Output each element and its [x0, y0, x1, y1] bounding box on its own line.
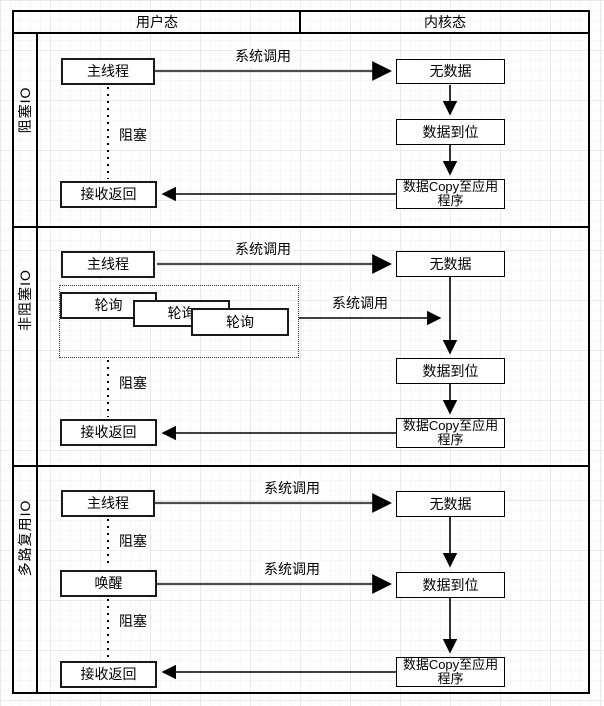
blocking-data-ready-box[interactable]: 数据到位 — [396, 119, 505, 145]
diagram-outer-frame — [12, 10, 590, 694]
multiplexing-syscall-arrow-label-2[interactable]: 系统调用 — [262, 559, 322, 579]
multiplexing-block-label-2[interactable]: 阻塞 — [117, 611, 149, 631]
multiplexing-receive-return-box[interactable]: 接收返回 — [60, 661, 157, 688]
lane-label-divider-line — [36, 32, 38, 694]
section-divider-1 — [12, 226, 590, 228]
section-label-blocking-io: 阻塞IO — [17, 86, 33, 134]
nonblocking-block-label[interactable]: 阻塞 — [117, 373, 149, 393]
poll-window-3[interactable]: 轮询 — [191, 308, 289, 336]
blocking-block-label[interactable]: 阻塞 — [117, 125, 149, 145]
multiplexing-syscall-arrow-label-1[interactable]: 系统调用 — [262, 478, 322, 498]
section-label-multiplexing-io: 多路复用IO — [17, 499, 33, 577]
multiplexing-data-copy-box[interactable]: 数据Copy至应用程序 — [396, 657, 505, 687]
nonblocking-main-thread-box[interactable]: 主线程 — [61, 251, 155, 278]
blocking-receive-return-box[interactable]: 接收返回 — [60, 181, 157, 208]
header-kernel-mode: 内核态 — [424, 14, 466, 30]
nonblocking-receive-return-box[interactable]: 接收返回 — [60, 419, 157, 446]
blocking-main-thread-box[interactable]: 主线程 — [61, 58, 155, 85]
nonblocking-syscall-arrow-label-1[interactable]: 系统调用 — [233, 239, 293, 259]
blocking-data-copy-box[interactable]: 数据Copy至应用程序 — [396, 179, 505, 209]
multiplexing-no-data-box[interactable]: 无数据 — [396, 491, 505, 517]
nonblocking-data-ready-box[interactable]: 数据到位 — [396, 358, 505, 384]
multiplexing-main-thread-box[interactable]: 主线程 — [61, 490, 155, 517]
nonblocking-data-copy-box[interactable]: 数据Copy至应用程序 — [396, 418, 505, 448]
nonblocking-no-data-box[interactable]: 无数据 — [396, 251, 505, 277]
blocking-no-data-box[interactable]: 无数据 — [396, 59, 505, 84]
header-bottom-line — [12, 32, 590, 34]
header-divider-line — [299, 10, 301, 34]
header-user-mode: 用户态 — [136, 14, 178, 30]
polling-group-container[interactable] — [59, 285, 299, 358]
blocking-syscall-arrow-label[interactable]: 系统调用 — [233, 46, 293, 66]
section-divider-2 — [12, 465, 590, 467]
section-label-nonblocking-io: 非阻塞IO — [17, 269, 33, 331]
multiplexing-block-label-1[interactable]: 阻塞 — [117, 531, 149, 551]
multiplexing-wakeup-box[interactable]: 唤醒 — [60, 570, 157, 597]
multiplexing-data-ready-box[interactable]: 数据到位 — [396, 572, 505, 598]
nonblocking-syscall-arrow-label-2[interactable]: 系统调用 — [330, 293, 390, 313]
